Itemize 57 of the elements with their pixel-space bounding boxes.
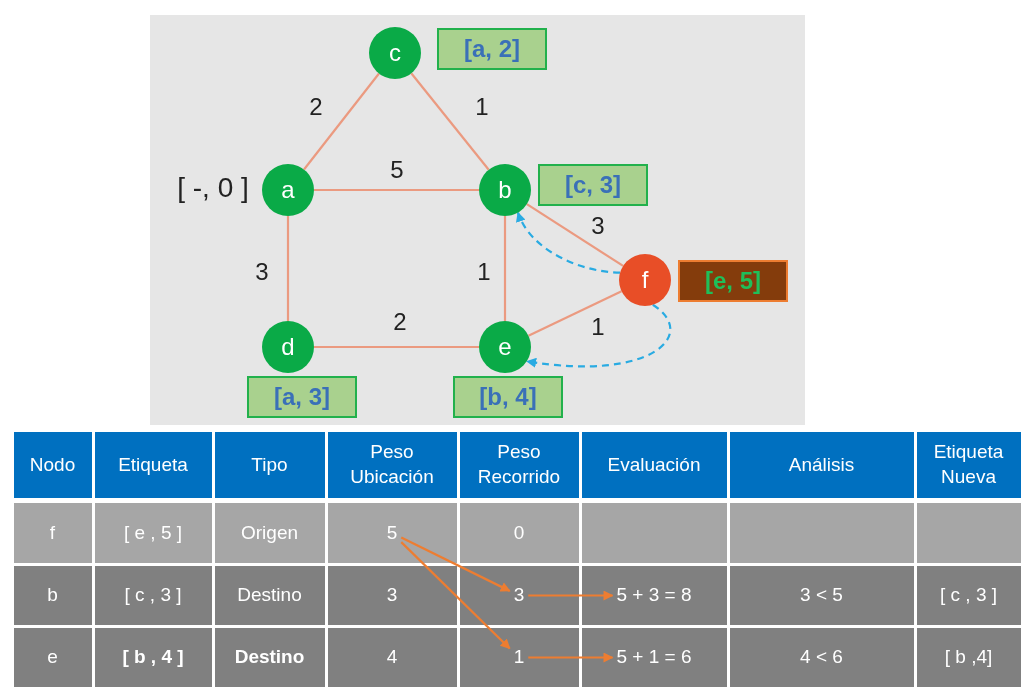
- edge-label: 5: [390, 156, 404, 184]
- header-cell: Etiqueta Nueva: [916, 432, 1021, 498]
- table-cell: f: [13, 503, 92, 563]
- table-cell: [ b ,4]: [916, 628, 1021, 687]
- header-cell: Nodo: [13, 432, 92, 498]
- edge-label: 2: [309, 93, 323, 121]
- tag-box: [b, 4]: [453, 376, 563, 418]
- edge-line: [314, 345, 479, 349]
- table-cell: [ c , 3 ]: [94, 566, 212, 625]
- header-cell: Evaluación: [581, 432, 727, 498]
- edge-line: [526, 203, 624, 267]
- edge-line: [527, 290, 623, 337]
- edge-line: [286, 216, 290, 321]
- header-cell: Etiqueta: [94, 432, 212, 498]
- edge-line: [410, 72, 490, 171]
- table-cell: 3 < 5: [729, 566, 914, 625]
- edge-label: 1: [477, 258, 491, 286]
- table-cell: e: [13, 628, 92, 687]
- table-cell: [ b , 4 ]: [94, 628, 212, 687]
- arrow: [526, 303, 672, 368]
- table-value: 5: [384, 520, 400, 546]
- edge-label: 3: [255, 258, 269, 286]
- table-cell: b: [13, 566, 92, 625]
- header-cell: Análisis: [729, 432, 914, 498]
- table-cell: 0: [459, 503, 579, 563]
- tag-box: [a, 3]: [247, 376, 357, 418]
- table-value: 3: [511, 583, 527, 608]
- table-cell: Destino: [214, 628, 325, 687]
- table-cell: Origen: [214, 503, 325, 563]
- header-cell: Peso Recorrido: [459, 432, 579, 498]
- table-cell: 4: [327, 628, 457, 687]
- edge-label: 1: [591, 313, 605, 341]
- edge-line: [314, 188, 479, 192]
- table-cell: 4 < 6: [729, 628, 914, 687]
- edge-label: 3: [591, 212, 605, 240]
- tag-box: [c, 3]: [538, 164, 648, 206]
- arrow: [400, 541, 511, 650]
- tag-box: [e, 5]: [678, 260, 788, 302]
- table-cell: [ e , 5 ]: [94, 503, 212, 563]
- table-value: 5 + 1 = 6: [614, 645, 694, 670]
- tag-box: [a, 2]: [437, 28, 547, 70]
- node-tag: [ -, 0 ]: [168, 166, 258, 210]
- edge-line: [503, 216, 507, 321]
- arrow: [400, 536, 511, 592]
- arrow: [516, 211, 621, 274]
- header-cell: Tipo: [214, 432, 325, 498]
- edge-line: [303, 72, 380, 171]
- header-cell: Peso Ubicación: [327, 432, 457, 498]
- arrow: [528, 652, 614, 663]
- table-cell: 3: [327, 566, 457, 625]
- edge-label: 2: [393, 308, 407, 336]
- table-value: 1: [511, 645, 527, 670]
- table-value: 5 + 3 = 8: [614, 583, 694, 608]
- table-cell: [ c , 3 ]: [916, 566, 1021, 625]
- edge-label: 1: [475, 93, 489, 121]
- table-cell: Destino: [214, 566, 325, 625]
- arrow: [528, 590, 614, 601]
